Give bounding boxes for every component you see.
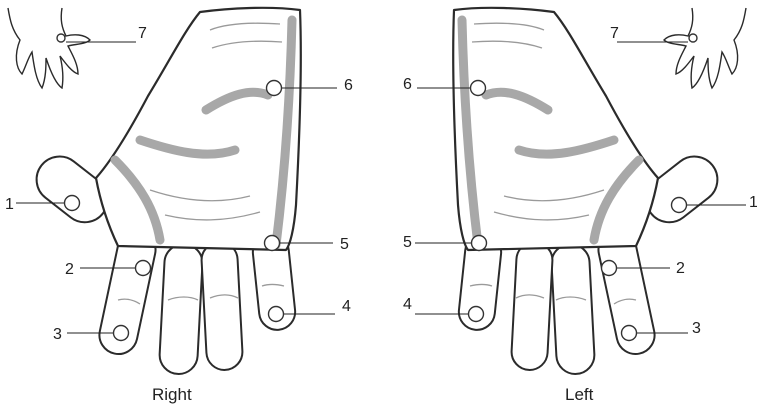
right-middle-finger (159, 243, 204, 375)
right-label-6: 6 (344, 77, 353, 94)
right-point-4 (269, 307, 284, 322)
left-label-3: 3 (692, 320, 701, 337)
right-point-1 (65, 196, 80, 211)
right-palm (96, 8, 301, 250)
left-label-4: 4 (403, 296, 412, 313)
left-hand-caption: Left (565, 385, 594, 404)
left-thumbnail-point-7 (689, 34, 697, 42)
right-hand-caption: Right (152, 385, 192, 404)
left-point-6 (471, 81, 486, 96)
right-point-5 (265, 236, 280, 251)
left-label-1: 1 (749, 194, 757, 211)
left-label-5: 5 (403, 234, 412, 251)
right-thumbnail-point-7 (57, 34, 65, 42)
left-point-3 (622, 326, 637, 341)
left-label-7: 7 (610, 25, 619, 42)
right-hand-thumbnail (8, 8, 90, 88)
left-point-2 (602, 261, 617, 276)
left-palm (453, 8, 658, 250)
right-hand: 1 2 3 4 5 6 7 Right (5, 8, 353, 404)
left-label-6: 6 (403, 76, 412, 93)
right-label-5: 5 (340, 236, 349, 253)
left-point-1 (672, 198, 687, 213)
right-label-4: 4 (342, 298, 351, 315)
left-ring-finger (511, 241, 554, 371)
right-point-2 (136, 261, 151, 276)
left-middle-finger (551, 243, 596, 375)
right-ring-finger (201, 241, 244, 371)
left-point-5 (472, 236, 487, 251)
right-label-7: 7 (138, 25, 147, 42)
left-label-2: 2 (676, 260, 685, 277)
left-hand-thumbnail (664, 8, 746, 88)
right-label-3: 3 (53, 326, 62, 343)
right-label-2: 2 (65, 261, 74, 278)
left-point-4 (469, 307, 484, 322)
right-point-3 (114, 326, 129, 341)
right-label-1: 1 (5, 196, 14, 213)
right-point-6 (267, 81, 282, 96)
